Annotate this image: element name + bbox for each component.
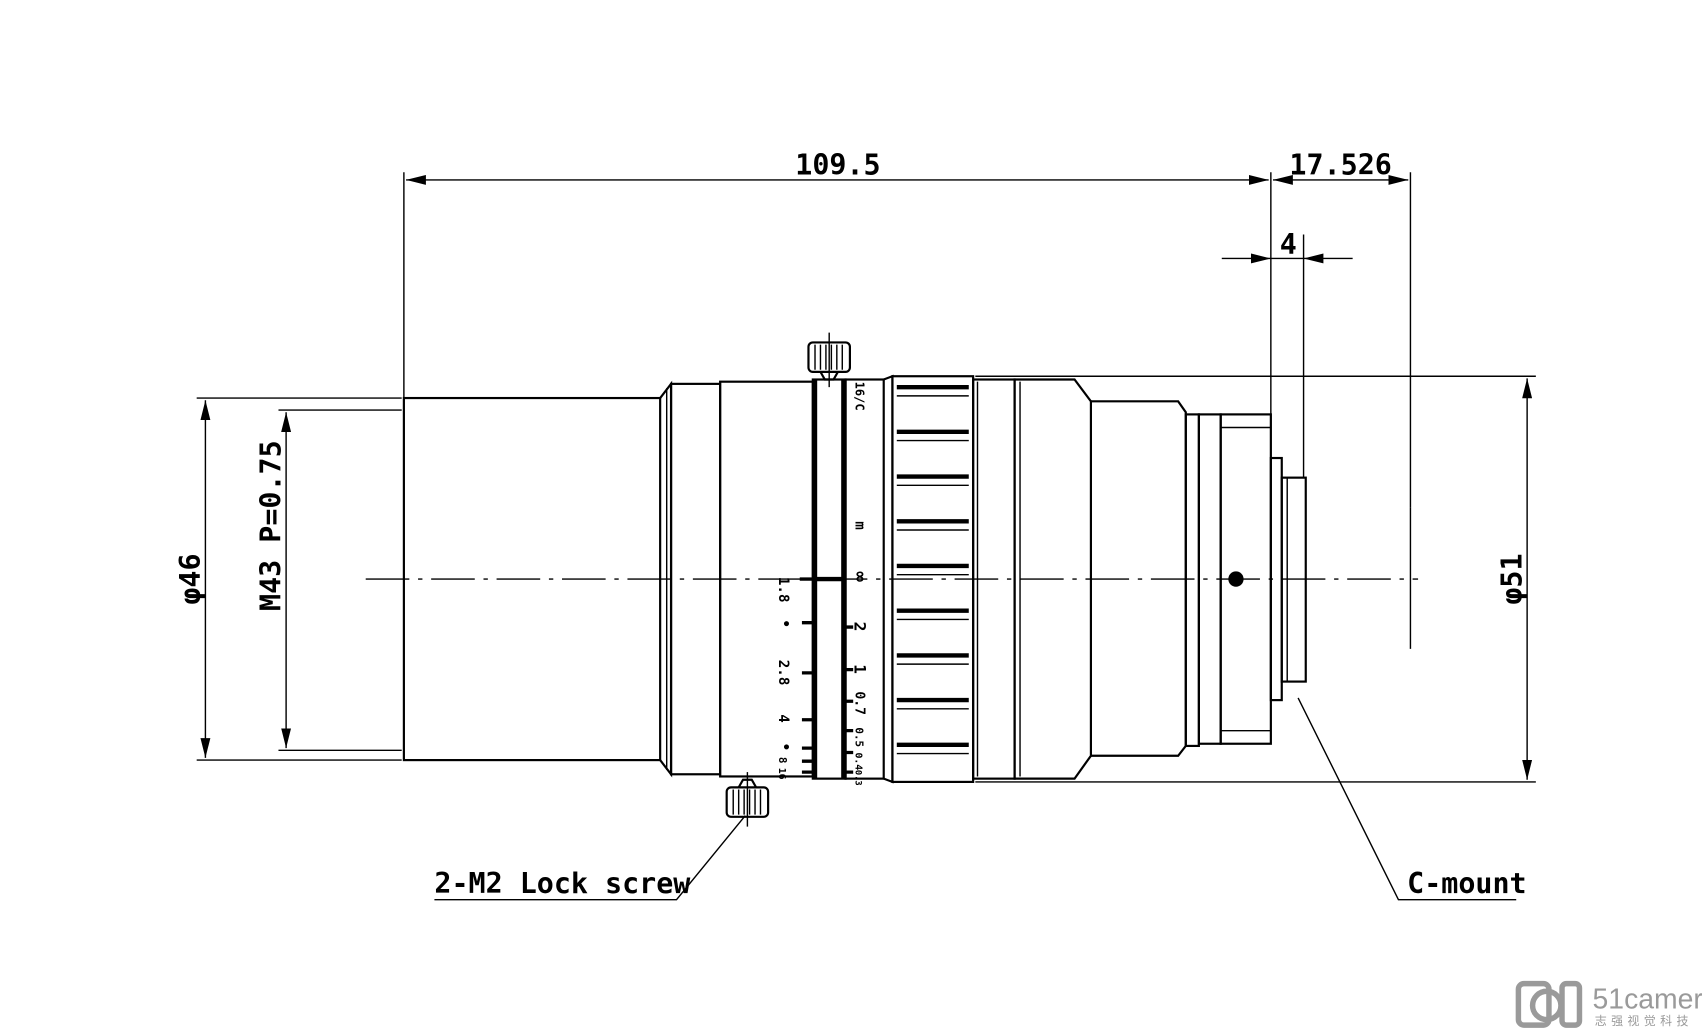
watermark-logo: 51camera 志强视觉科技 — [1515, 980, 1702, 1028]
mount-screw-hole — [1228, 571, 1244, 587]
lock-screw-label: 2-M2 Lock screw — [434, 867, 691, 900]
iris-16: 16 — [776, 768, 787, 780]
overall-length-label: 109.5 — [795, 148, 880, 181]
iris-scale: 1.8 • 2.8 4 • 8 16 — [775, 577, 813, 780]
max-diameter-label: φ51 — [1496, 553, 1529, 604]
focus-0.5: 0.5 — [852, 727, 865, 747]
focus-unit: m — [851, 521, 867, 530]
focus-scale: 16/C m ∞ 2 1 0.7 0.5 0.4 0.3 — [845, 382, 869, 786]
mount-depth-label: 4 — [1280, 228, 1297, 261]
watermark-subtitle: 志强视觉科技 — [1595, 1013, 1693, 1028]
focus-knurl — [896, 384, 969, 755]
iris-8: 8 — [776, 757, 789, 764]
iris-4: 4 — [775, 714, 791, 723]
watermark-brand: 51camera — [1593, 984, 1702, 1016]
focus-infinity: ∞ — [849, 571, 869, 582]
filter-thread-label: M43 P=0.75 — [255, 440, 288, 611]
iris-dot: • — [777, 619, 793, 628]
callout-c-mount: C-mount — [1297, 697, 1527, 901]
focus-2: 2 — [850, 622, 869, 632]
dim-max-diameter: φ51 — [975, 375, 1536, 783]
c-mount-label: C-mount — [1407, 867, 1526, 900]
dim-front-diameter: φ46 — [174, 397, 402, 761]
dim-mount-depth: 4 — [1221, 228, 1353, 478]
dim-filter-thread: M43 P=0.75 — [255, 409, 402, 751]
focus-0.3: 0.3 — [852, 770, 862, 786]
lock-screw-bottom — [725, 772, 770, 827]
lock-screw-top — [807, 332, 852, 388]
flange-back-label: 17.526 — [1289, 148, 1391, 181]
lens-body — [402, 374, 1307, 784]
focus-0.4: 0.4 — [852, 752, 863, 770]
focus-1: 1 — [850, 664, 869, 674]
iris-1.8: 1.8 — [775, 577, 791, 603]
iris-dot-2: • — [777, 743, 793, 752]
focus-top-label: 16/C — [852, 382, 866, 411]
dim-overall-length: 109.5 — [403, 148, 1412, 508]
focus-0.7: 0.7 — [851, 691, 866, 715]
front-diameter-label: φ46 — [174, 553, 207, 604]
iris-2.8: 2.8 — [775, 660, 791, 686]
dim-flange-back: 17.526 — [1273, 148, 1409, 185]
callout-lock-screw: 2-M2 Lock screw — [434, 815, 746, 901]
